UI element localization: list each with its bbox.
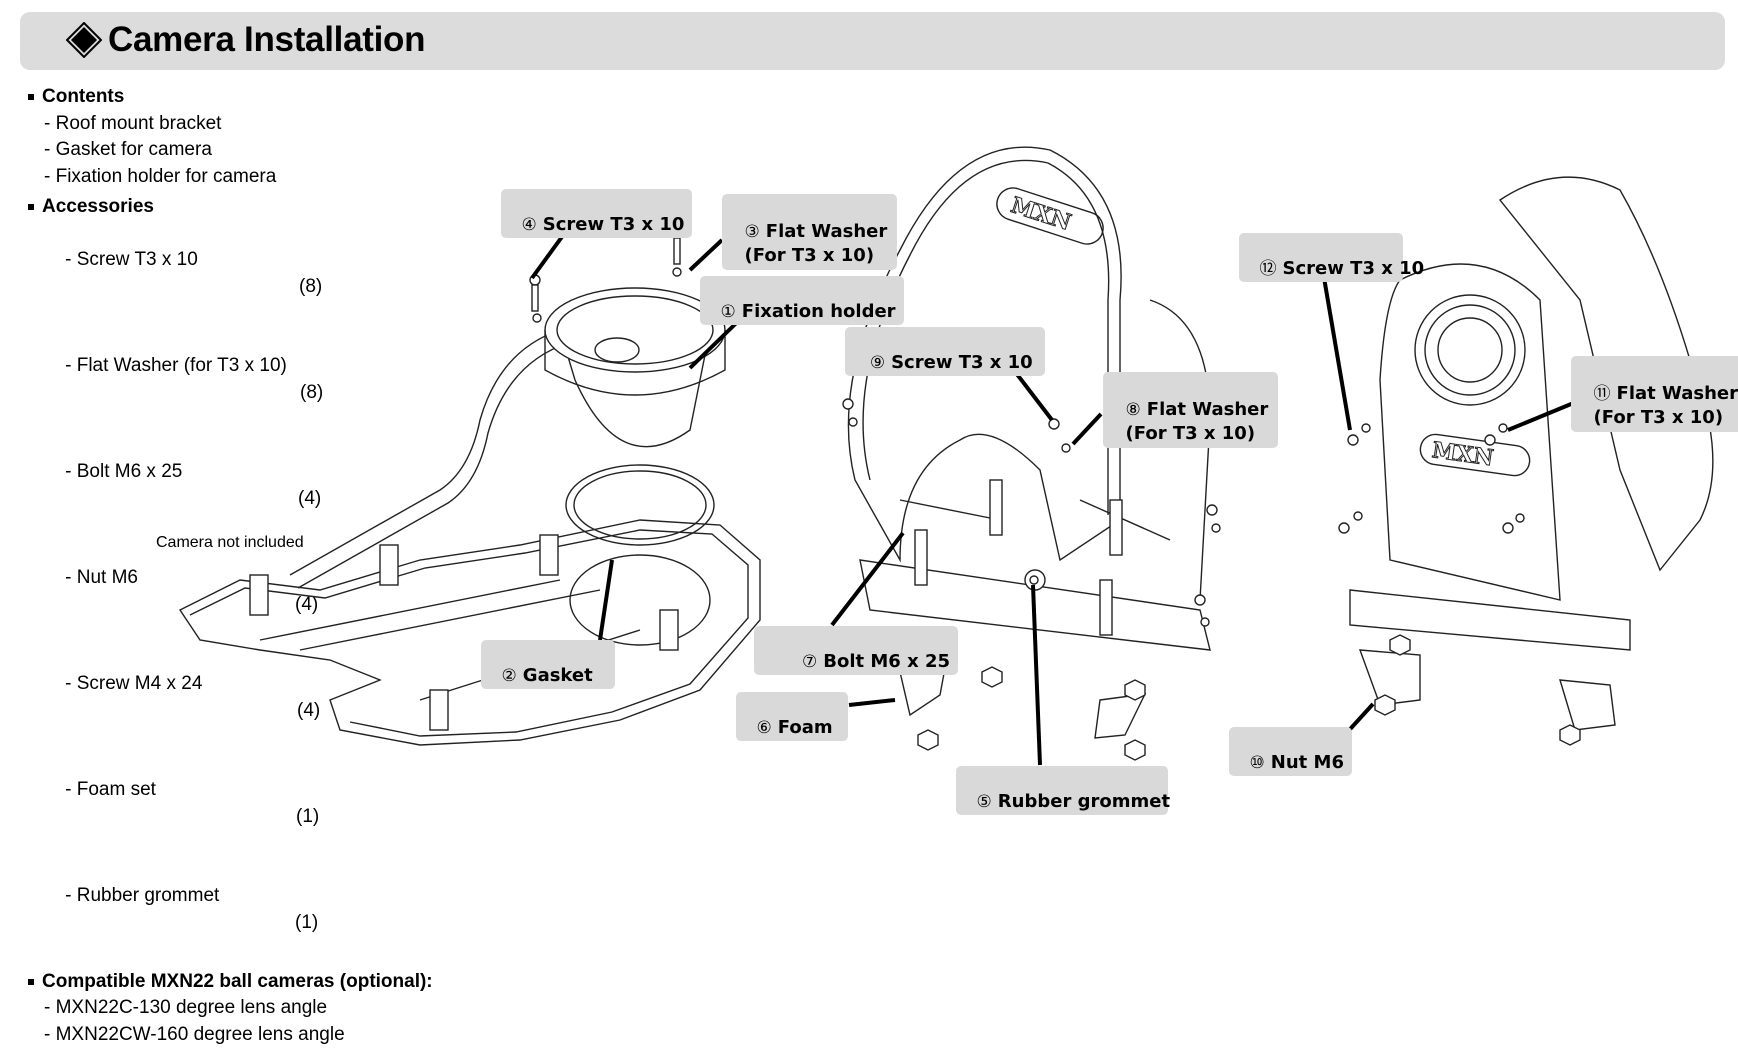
callout-number: ⑤ — [977, 792, 992, 812]
callout-number: ③ — [745, 222, 760, 242]
foam-illustration — [900, 668, 1145, 738]
callout-number: ② — [502, 666, 517, 686]
accessory-qty: (1) — [295, 910, 318, 937]
fixation-holder-illustration — [545, 288, 725, 447]
callout-number: ⑧ — [1126, 400, 1141, 420]
roof-mount-base-illustration — [180, 520, 760, 745]
callout-number: ⑫ — [1260, 259, 1277, 279]
bullet-icon — [28, 979, 34, 985]
callout-number: ⑪ — [1594, 384, 1611, 404]
callout-number: ① — [721, 302, 736, 322]
compatible-heading: Compatible MXN22 ball cameras (optional)… — [28, 969, 433, 996]
installation-diagram: MXN MXN — [0, 0, 1738, 813]
compatible-item: - MXN22C-130 degree lens angle — [28, 995, 433, 1022]
callout-number: ⑨ — [870, 353, 885, 373]
gasket-illustration — [566, 465, 714, 545]
callout-number: ⑥ — [757, 718, 772, 738]
callout-number: ④ — [522, 215, 537, 235]
compatible-item: - MXN22CW-160 degree lens angle — [28, 1022, 433, 1048]
accessory-item: - Rubber grommet (1) — [28, 857, 433, 963]
accessory-name: - Rubber grommet — [65, 885, 219, 906]
callout-number: ⑦ — [802, 652, 817, 672]
callout-number: ⑩ — [1250, 753, 1265, 773]
